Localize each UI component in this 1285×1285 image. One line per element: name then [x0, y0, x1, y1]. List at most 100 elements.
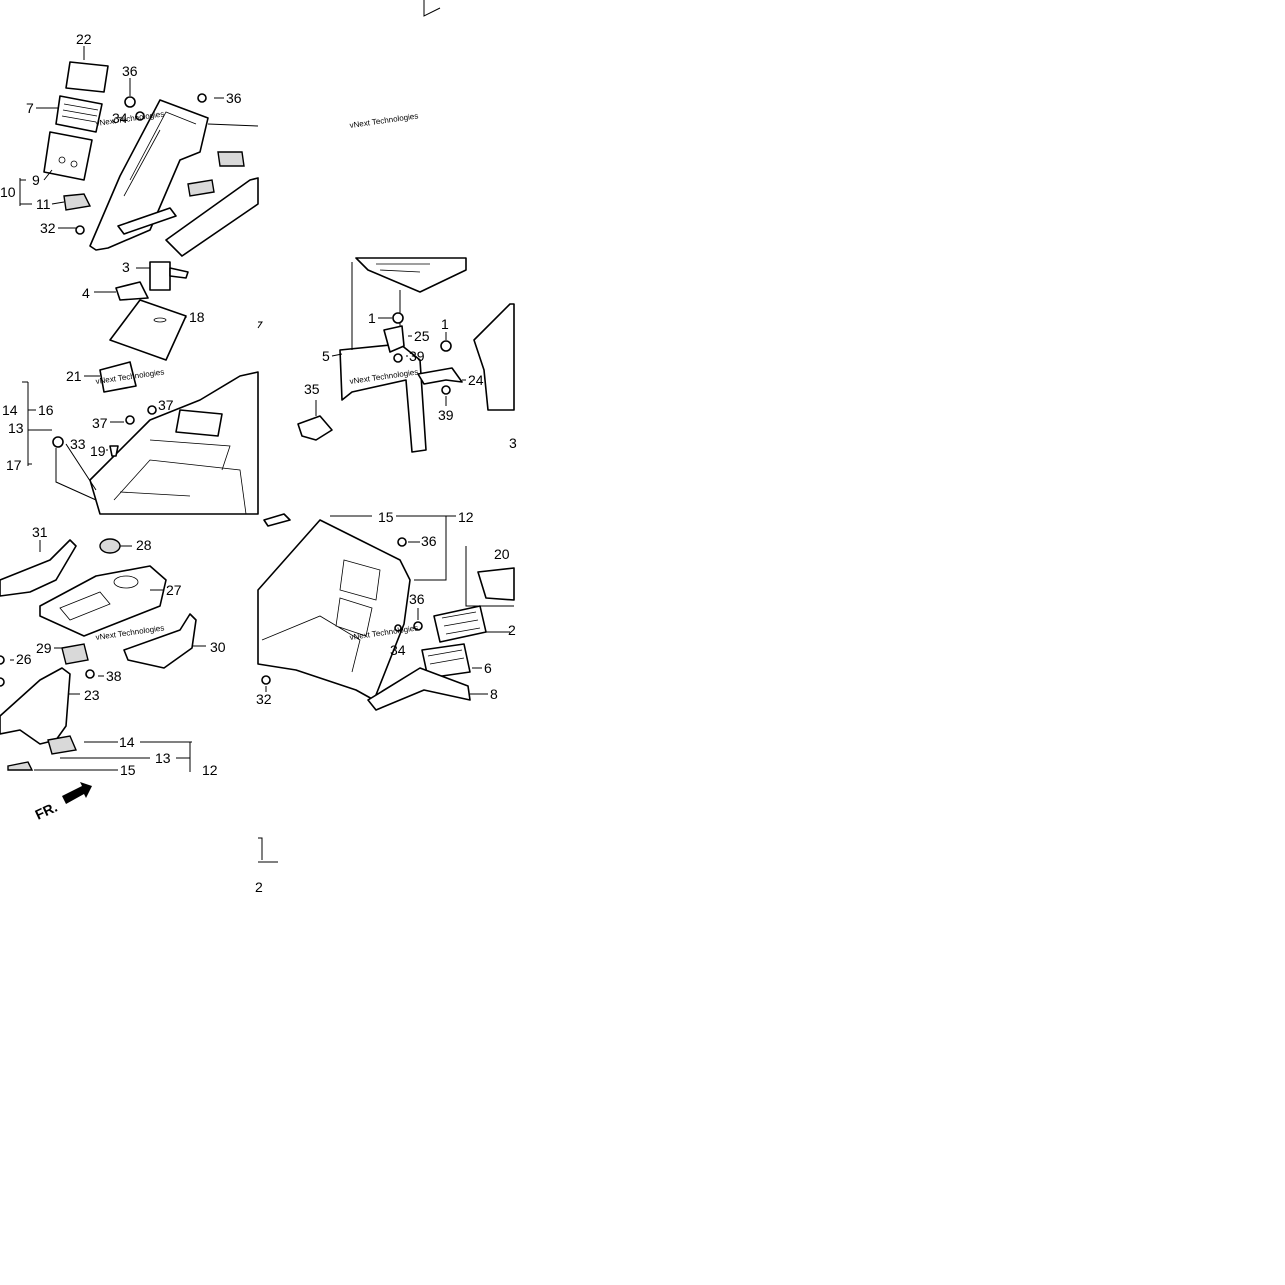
callout-5: 5 — [322, 348, 330, 364]
callout-39: 39 — [438, 407, 454, 423]
callout-36: 36 — [421, 533, 437, 549]
callout-14: 14 — [119, 734, 135, 750]
bolt-39b — [441, 385, 451, 395]
callout-1: 1 — [441, 316, 449, 332]
callout-33: 33 — [70, 436, 86, 452]
body-panel — [165, 177, 259, 257]
callout-31: 31 — [32, 524, 48, 540]
callout-20: 20 — [494, 546, 510, 562]
bracket-9 — [43, 131, 93, 181]
callout-29: 29 — [36, 640, 52, 656]
callout-26: 26 — [16, 651, 32, 667]
screw-36d — [413, 621, 423, 631]
callout-3: 3 — [122, 259, 130, 275]
pad-11 — [63, 193, 92, 211]
callout-23: 23 — [84, 687, 100, 703]
bracket-8 — [367, 667, 471, 711]
callout-2-partial: 2 — [508, 622, 516, 638]
lock-3 — [149, 261, 171, 291]
callout-10: 10 — [0, 184, 16, 200]
clip-19 — [109, 445, 119, 457]
front-arrow-icon — [62, 782, 92, 804]
bolt-39a — [393, 353, 403, 363]
screw-36c — [397, 537, 407, 547]
screw-38 — [85, 669, 95, 679]
clip-33 — [52, 436, 64, 448]
callout-8: 8 — [490, 686, 498, 702]
callout-32: 32 — [256, 691, 272, 707]
panel-lower-console — [0, 538, 206, 804]
vent-grille-2 — [433, 605, 487, 643]
lid-20 — [477, 567, 515, 601]
callout-4: 4 — [82, 285, 90, 301]
callout-37: 37 — [158, 397, 174, 413]
panel-fragment — [258, 837, 278, 863]
hinge-21 — [99, 361, 137, 393]
callout-36: 36 — [409, 591, 425, 607]
cover-27 — [39, 565, 167, 637]
clip-35 — [297, 415, 333, 441]
callout-38: 38 — [106, 668, 122, 684]
callout-13: 13 — [155, 750, 171, 766]
trim-23 — [0, 667, 71, 745]
screw-32a — [75, 225, 85, 235]
callout-7: 7 — [26, 100, 34, 116]
bracket-30 — [123, 613, 197, 669]
screw-36b — [197, 93, 207, 103]
callout-12: 12 — [458, 509, 474, 525]
lid-18 — [109, 299, 187, 361]
pad-14b — [47, 735, 77, 755]
bracket-25 — [383, 325, 405, 353]
callout-9: 9 — [32, 172, 40, 188]
top-panel-edge — [423, 0, 441, 17]
front-direction-label: FR. — [33, 799, 60, 823]
lid-22 — [65, 61, 109, 93]
callout-12: 12 — [202, 762, 218, 778]
side-panel-right — [473, 303, 515, 411]
callout-15: 15 — [378, 509, 394, 525]
callout-14: 14 — [2, 402, 18, 418]
callout-2-fragment: 2 — [255, 879, 263, 895]
console-body — [89, 371, 259, 515]
callout-15: 15 — [120, 762, 136, 778]
clip-34b — [394, 624, 402, 632]
callout-34: 34 — [112, 110, 128, 126]
panel-upper-console — [19, 46, 259, 515]
callout-18: 18 — [189, 309, 205, 325]
watermark: vNext Technologies — [349, 111, 419, 130]
callout-32: 32 — [40, 220, 56, 236]
callout-11: 11 — [36, 196, 51, 212]
screw-37a — [125, 415, 135, 425]
key — [169, 267, 189, 279]
callout-36: 36 — [226, 90, 242, 106]
clip-b — [187, 179, 215, 197]
callout-24: 24 — [468, 372, 484, 388]
grommet-1a — [392, 312, 404, 324]
callout-28: 28 — [136, 537, 152, 553]
callout-30: 30 — [210, 639, 226, 655]
callout-39: 39 — [409, 348, 425, 364]
callout-37: 37 — [92, 415, 108, 431]
panel-bracket — [257, 257, 515, 453]
callout-21: 21 — [66, 368, 82, 384]
callout-labels: 22 36 36 7 34 9 10 11 32 3 4 18 21 14 16… — [0, 31, 517, 895]
callout-1: 1 — [368, 310, 376, 326]
panel-side-trim — [257, 513, 515, 711]
trim-slot — [117, 207, 177, 235]
grommet-28 — [99, 538, 121, 554]
callout-35: 35 — [304, 381, 320, 397]
callout-3-partial: 3 — [509, 435, 517, 451]
grommet-1b — [440, 340, 452, 352]
bracket-5 — [339, 343, 427, 453]
side-trim-12 — [257, 519, 411, 701]
callout-22: 22 — [76, 31, 92, 47]
callout-16: 16 — [38, 402, 54, 418]
callout-13: 13 — [8, 420, 24, 436]
housing — [355, 257, 467, 293]
trim-31 — [0, 539, 77, 597]
clip-34a — [135, 111, 145, 121]
side-trim — [89, 99, 209, 251]
screw-32b — [261, 675, 271, 685]
callout-27: 27 — [166, 582, 182, 598]
